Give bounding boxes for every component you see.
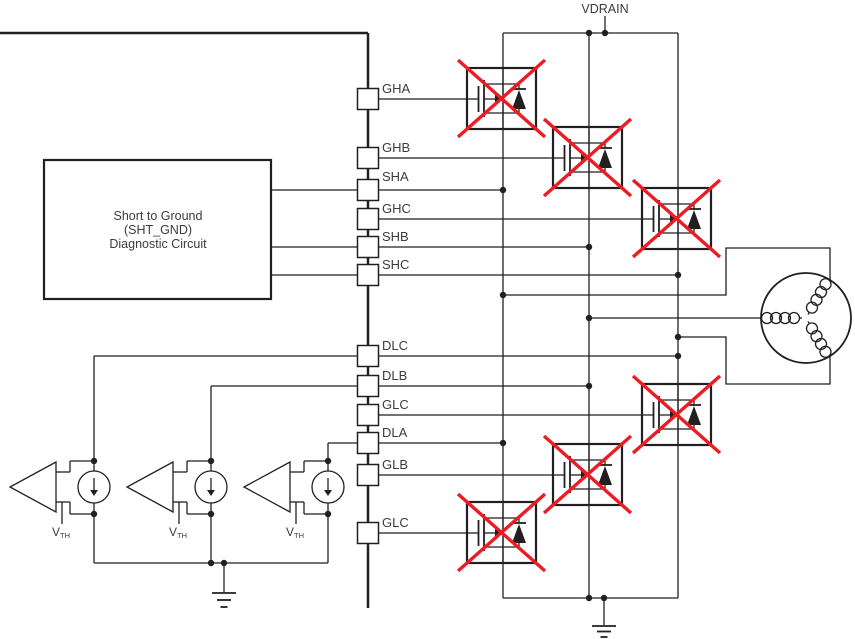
diagnostic-box-outline (42, 158, 273, 301)
pin-square-dlb (356, 374, 380, 398)
vth-label-2: VTH (169, 525, 187, 540)
pin-row-shb: SHB (356, 229, 593, 259)
pin-label-dlb: DLB (382, 368, 407, 383)
diagnostic-box-line1: Short to Ground (114, 209, 203, 223)
pin-label-gha: GHA (382, 81, 411, 96)
pin-label-glc-bottom: GLC (382, 515, 409, 530)
pin-label-glc: GLC (382, 397, 409, 412)
comparator-cells: VTH VTH VTH (9, 356, 345, 608)
pin-label-sha: SHA (382, 169, 409, 184)
comparator-cell-1 (9, 457, 111, 525)
pin-row-ghb: GHB (356, 140, 553, 170)
pin-square-glc-bottom (356, 521, 380, 545)
gate-driver-outline (0, 31, 370, 608)
diagnostic-box-line2: (SHT_GND) (124, 223, 192, 237)
mosfet-high-side-a-crossed (456, 58, 547, 139)
motor-phase-wires (499, 247, 831, 385)
comparator-cell-3 (243, 457, 345, 525)
pin-square-ghb (356, 146, 380, 170)
pin-row-gha: GHA (356, 81, 467, 111)
pin-square-sha (356, 178, 380, 202)
pin-row-dlc: DLC (94, 338, 682, 368)
pin-row-glb: GLB (356, 457, 553, 487)
bridge-ground (503, 594, 678, 638)
pin-label-ghc: GHC (382, 201, 411, 216)
pin-square-glb (356, 463, 380, 487)
motor (760, 272, 852, 364)
mosfet-low-side-b-crossed (542, 434, 633, 515)
pin-row-sha: SHA (356, 169, 507, 202)
mosfet-high-side-b-crossed (542, 117, 633, 198)
pin-square-glc (356, 403, 380, 427)
pin-label-dla: DLA (382, 425, 408, 440)
diagnostic-box-line3: Diagnostic Circuit (109, 237, 207, 251)
motor-coil-left (760, 311, 803, 325)
motor-coil-upper-right (802, 276, 834, 318)
comparator-cell-2 (126, 457, 228, 525)
pin-row-dlb: DLB (211, 368, 593, 398)
vth-label-3: VTH (286, 525, 304, 540)
diagnostic-box: Short to Ground (SHT_GND) Diagnostic Cir… (42, 158, 357, 301)
pin-square-gha (356, 87, 380, 111)
pin-row-shc: SHC (356, 257, 682, 287)
vdrain-supply: VDRAIN (503, 2, 678, 37)
pin-label-ghb: GHB (382, 140, 410, 155)
phase-c-motor-wire (678, 336, 831, 385)
pin-label-glb: GLB (382, 457, 408, 472)
mosfet-low-side-c-crossed (631, 374, 722, 455)
motor-body (760, 272, 852, 364)
pin-row-glc: GLC (356, 397, 642, 427)
mosfet-high-side-c-crossed (631, 178, 722, 259)
pin-row-ghc: GHC (356, 201, 642, 231)
vdrain-label: VDRAIN (581, 2, 628, 16)
vth-label-1: VTH (52, 525, 70, 540)
pin-label-shc: SHC (382, 257, 409, 272)
pin-square-shc (356, 263, 380, 287)
pin-square-dlc (356, 344, 380, 368)
pin-square-shb (356, 235, 380, 259)
pin-label-dlc: DLC (382, 338, 408, 353)
ground-symbol-left (212, 563, 236, 608)
ground-symbol-right (592, 598, 616, 638)
motor-coil-lower-right (802, 318, 834, 360)
pin-label-shb: SHB (382, 229, 409, 244)
pin-square-ghc (356, 207, 380, 231)
pin-square-dla (356, 431, 380, 455)
phase-a-motor-wire (503, 247, 831, 296)
pin-row-dla: DLA (328, 425, 507, 455)
pin-row-glc-bottom: GLC (356, 515, 467, 545)
mosfet-low-side-a-crossed (456, 492, 547, 573)
